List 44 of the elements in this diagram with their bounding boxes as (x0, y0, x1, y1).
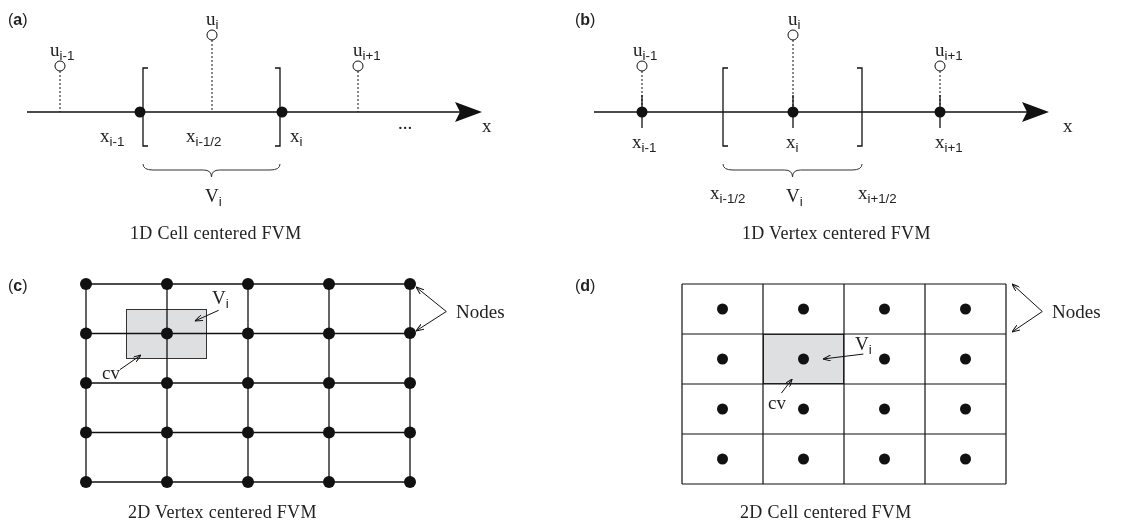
caption: 1D Cell centered FVM (130, 224, 302, 242)
caption: 2D Cell centered FVM (740, 503, 912, 521)
variable-label: x$_{i-1/2}$ (186, 126, 222, 149)
axis-label: x (482, 116, 492, 135)
grid-node (404, 327, 416, 339)
leader-line (1011, 311, 1043, 333)
leader-line (415, 286, 447, 312)
grid-node (404, 278, 416, 290)
nodes-label: Nodes (1052, 302, 1101, 321)
panel-letter: (b) (575, 12, 596, 28)
variable-label: x$_{i-1/2}$ (710, 183, 746, 206)
leader-line (119, 354, 142, 371)
axis-label: x (1063, 116, 1073, 135)
volume-label: V$_{i}$ (855, 334, 872, 357)
variable-label: x$_{i}$ (786, 132, 799, 155)
variable-label: x$_{i-1}$ (100, 126, 125, 149)
leader-line (780, 378, 793, 394)
volume-label: V$_{i}$ (212, 288, 229, 311)
cv-label: cv (768, 393, 786, 412)
panel-letter: (d) (575, 278, 596, 294)
leader-line (194, 309, 220, 322)
control-volume (126, 309, 207, 359)
variable-label: u$_{i-1}$ (633, 40, 658, 63)
cv-label: cv (102, 363, 120, 382)
panel-letter: (c) (8, 278, 28, 294)
variable-label: x$_{i}$ (290, 126, 303, 149)
leader-line (1011, 283, 1043, 312)
caption: 1D Vertex centered FVM (742, 224, 931, 242)
leader-line (415, 311, 447, 332)
variable-label: u$_{i}$ (788, 9, 801, 32)
volume-label: V$_{i}$ (205, 186, 222, 209)
variable-label: u$_{i+1}$ (353, 40, 381, 63)
variable-label: u$_{i+1}$ (935, 40, 963, 63)
variable-label: x$_{i+1}$ (935, 132, 963, 155)
caption: 2D Vertex centered FVM (128, 503, 317, 521)
variable-label: x$_{i-1}$ (632, 132, 657, 155)
variable-label: x$_{i+1/2}$ (858, 183, 897, 206)
leader-line (822, 353, 864, 362)
nodes-label: Nodes (456, 302, 505, 321)
variable-label: u$_{i}$ (206, 9, 219, 32)
variable-label: u$_{i-1}$ (50, 40, 75, 63)
panel-letter: (a) (8, 12, 28, 28)
volume-label: V$_{i}$ (786, 186, 803, 209)
ellipsis: ... (398, 113, 413, 132)
